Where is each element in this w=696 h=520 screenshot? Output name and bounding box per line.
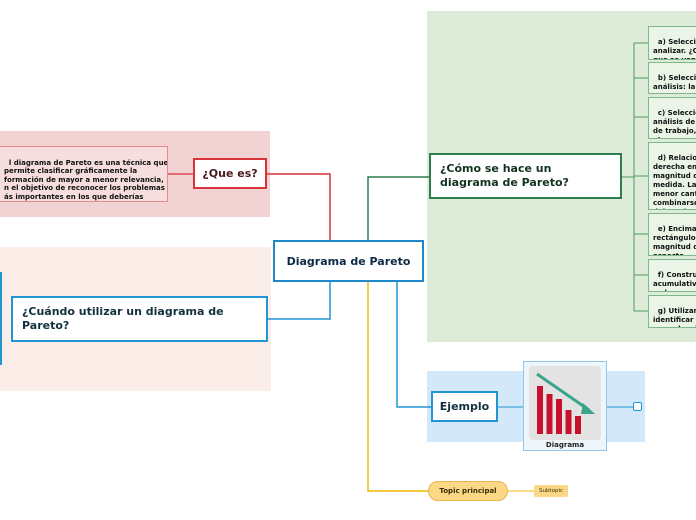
ejemplo-label: Ejemplo	[439, 400, 490, 413]
ejemplo-image-caption: Diagrama	[545, 441, 585, 449]
ejemplo-node[interactable]: Ejemplo	[431, 391, 498, 422]
como-step-a-text: a) Seleccio analizar. ¿C que se van	[653, 38, 696, 60]
que-es-node[interactable]: ¿Que es?	[193, 158, 267, 189]
ejemplo-expand-marker[interactable]	[633, 402, 642, 411]
pareto-mini-chart	[536, 372, 595, 434]
cuando-label: ¿Cuándo utilizar un diagrama de Pareto?	[22, 305, 224, 332]
como-step-g[interactable]: g) Utilizar e identificar para el mej	[648, 295, 696, 328]
que-es-description[interactable]: l diagrama de Pareto es una técnica que …	[0, 146, 168, 202]
subtopic-node[interactable]: Subtopic	[534, 485, 568, 497]
como-step-e-text: e) Encima d rectángulo magnitud d aspect…	[653, 225, 696, 256]
subtopic-label: Subtopic	[538, 488, 564, 494]
pareto-bar	[575, 416, 581, 434]
cuando-bracket	[0, 272, 2, 365]
topic-principal-label: Topic principal	[439, 487, 497, 495]
topic-principal-node[interactable]: Topic principal	[428, 481, 508, 501]
trend-arrow-head	[581, 403, 595, 414]
como-step-b-text: b) Seleccio análisis: la costos u otr	[653, 74, 696, 93]
como-step-c[interactable]: c) Seleccio análisis de de trabajo, etc.	[648, 97, 696, 139]
central-topic-label: Diagrama de Pareto	[286, 254, 411, 268]
como-node[interactable]: ¿Cómo se hace un diagrama de Pareto?	[429, 153, 622, 199]
pareto-bar	[565, 410, 572, 434]
como-step-b[interactable]: b) Seleccio análisis: la costos u otr	[648, 62, 696, 94]
como-label: ¿Cómo se hace un diagrama de Pareto?	[440, 162, 569, 189]
pareto-thumbnail	[529, 366, 601, 440]
como-step-f-text: f) Construi acumulativ cada aspec	[653, 271, 696, 291]
como-step-e[interactable]: e) Encima d rectángulo magnitud d aspect…	[648, 213, 696, 256]
pareto-bar	[537, 386, 543, 434]
pareto-bar	[556, 399, 562, 434]
que-es-description-text: l diagrama de Pareto es una técnica que …	[4, 158, 168, 201]
como-step-c-text: c) Seleccio análisis de de trabajo, etc.	[653, 109, 696, 138]
ejemplo-image-node[interactable]: Diagrama	[523, 361, 607, 451]
central-topic[interactable]: Diagrama de Pareto	[273, 240, 424, 282]
que-es-label: ¿Que es?	[202, 167, 258, 180]
pareto-bar	[546, 394, 553, 434]
trend-arrow-line	[536, 372, 590, 412]
como-step-a[interactable]: a) Seleccio analizar. ¿C que se van	[648, 26, 696, 60]
como-step-g-text: g) Utilizar e identificar para el mej	[653, 307, 696, 327]
como-step-d[interactable]: d) Relacion derecha en magnitud d medida…	[648, 142, 696, 210]
cuando-node[interactable]: ¿Cuándo utilizar un diagrama de Pareto?	[11, 296, 268, 342]
como-step-f[interactable]: f) Construi acumulativ cada aspec	[648, 259, 696, 292]
como-step-d-text: d) Relacion derecha en magnitud d medida…	[653, 154, 696, 209]
